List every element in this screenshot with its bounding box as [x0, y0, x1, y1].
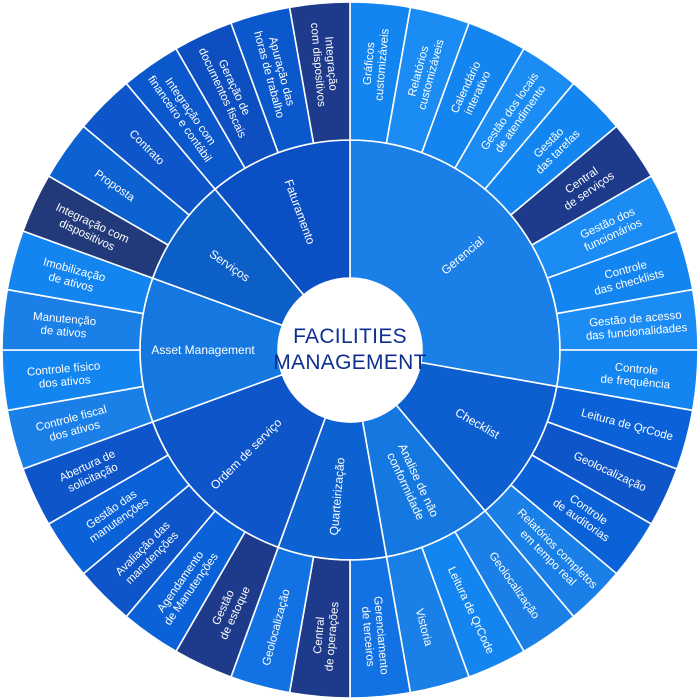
category-label-asset-management: Asset Management: [151, 343, 255, 357]
category-label-quarteirizacao: Quarteirização: [327, 457, 348, 536]
feature-label-gerenciamento-de-terceiros: Gerenciamentode terceiros: [358, 596, 390, 677]
center-title-line1: FACILITIES: [293, 325, 407, 348]
feature-label-controle-fisico-dos-ativos: Controle físicodos ativos: [26, 360, 101, 391]
feature-segment-integracao-com-dispositivos: [288, 1, 351, 145]
feature-label-manutencao-de-ativos: Manutençãode ativos: [31, 311, 96, 341]
center-title-line2: MANAGEMENT: [273, 351, 427, 374]
center-circle: [278, 278, 422, 422]
